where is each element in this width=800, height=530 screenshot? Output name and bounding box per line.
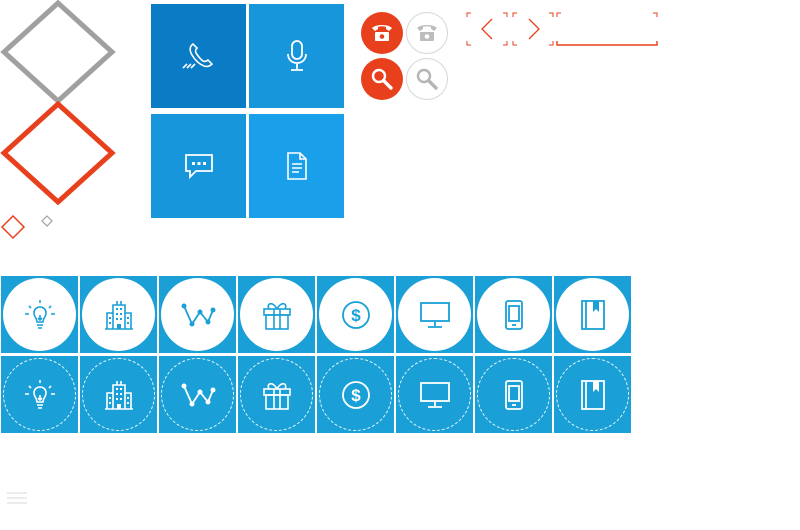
- tile-microphone[interactable]: [249, 4, 344, 108]
- chevron-right-icon: [528, 18, 540, 40]
- chart-line-icon: [181, 383, 215, 406]
- icon-cell[interactable]: [80, 276, 157, 353]
- icon-cell[interactable]: [1, 276, 78, 353]
- building-icon: [104, 380, 133, 410]
- lightbulb-icon: [24, 299, 55, 329]
- icon-cell[interactable]: [554, 276, 631, 353]
- building-icon: [104, 300, 133, 330]
- monitor-icon: [419, 301, 450, 328]
- menu-icon[interactable]: [6, 490, 28, 506]
- tile-chat[interactable]: [151, 114, 246, 218]
- diamond-small-red: [0, 214, 26, 240]
- icon-cell[interactable]: [1, 356, 78, 433]
- icon-cell[interactable]: [475, 356, 552, 433]
- prev-button[interactable]: [466, 12, 508, 46]
- search-button-active[interactable]: [361, 58, 403, 100]
- gift-icon: [262, 382, 291, 410]
- icon-cell[interactable]: [80, 356, 157, 433]
- chat-icon: [184, 154, 213, 180]
- icon-grid: $: [1, 276, 631, 433]
- diamond-mini-grey: [41, 215, 53, 227]
- lightbulb-icon: [24, 379, 55, 409]
- phone-icon: [181, 42, 213, 69]
- diamond-grey: [0, 0, 116, 104]
- phone-button-inactive[interactable]: [406, 12, 448, 54]
- icon-cell[interactable]: $: [317, 276, 394, 353]
- search-icon: [416, 68, 438, 90]
- phone-button-active[interactable]: [361, 12, 403, 54]
- gift-icon: [262, 302, 291, 330]
- svg-text:$: $: [351, 306, 361, 325]
- icon-cell[interactable]: $: [317, 356, 394, 433]
- phone-icon: [417, 25, 437, 41]
- tile-document[interactable]: [249, 114, 344, 218]
- tile-phone[interactable]: [151, 4, 246, 108]
- icon-cell[interactable]: [159, 276, 236, 353]
- icon-cell[interactable]: [159, 356, 236, 433]
- phone-icon: [372, 25, 392, 41]
- search-button-inactive[interactable]: [406, 58, 448, 100]
- icon-cell[interactable]: [396, 276, 473, 353]
- chevron-left-icon: [481, 18, 493, 40]
- bookmark-icon: [580, 379, 605, 410]
- search-icon: [371, 68, 393, 90]
- svg-text:$: $: [351, 386, 361, 405]
- icon-cell[interactable]: [475, 276, 552, 353]
- microphone-icon: [286, 40, 307, 71]
- icon-cell[interactable]: [554, 356, 631, 433]
- icon-cell[interactable]: [238, 276, 315, 353]
- icon-cell[interactable]: [238, 356, 315, 433]
- phone-device-icon: [504, 379, 523, 410]
- next-button[interactable]: [512, 12, 554, 46]
- dollar-icon: $: [341, 380, 370, 409]
- icon-cell[interactable]: [396, 356, 473, 433]
- bookmark-icon: [580, 299, 605, 330]
- dollar-icon: $: [341, 300, 370, 329]
- monitor-icon: [419, 381, 450, 408]
- document-icon: [286, 152, 307, 180]
- phone-device-icon: [504, 299, 523, 330]
- diamond-red: [0, 101, 116, 205]
- chart-line-icon: [181, 303, 215, 326]
- wide-frame[interactable]: [556, 12, 658, 46]
